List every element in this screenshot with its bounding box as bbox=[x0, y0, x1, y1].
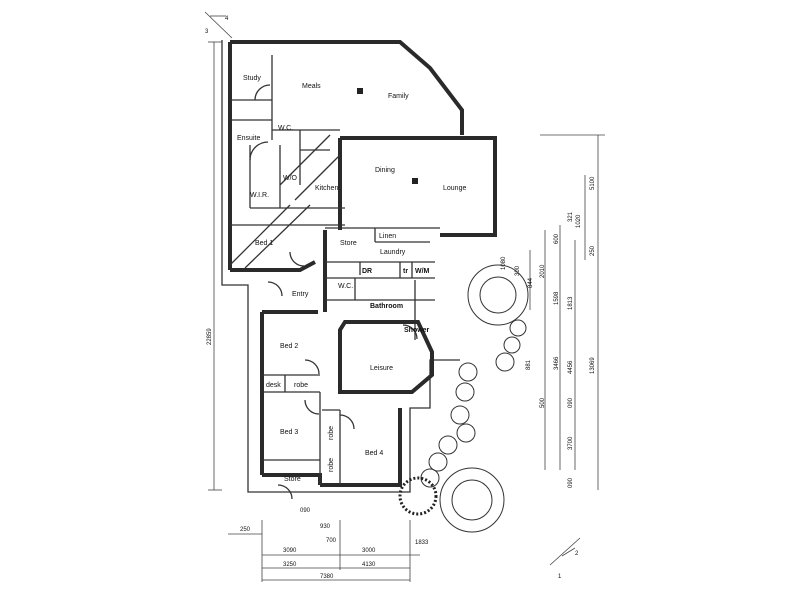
outer-walls bbox=[228, 40, 497, 487]
room-desk: desk bbox=[266, 382, 281, 389]
room-dining: Dining bbox=[375, 167, 395, 174]
room-store-mid: Store bbox=[340, 240, 357, 247]
dim-2010: 2010 bbox=[540, 264, 546, 278]
room-leisure: Leisure bbox=[370, 365, 393, 372]
room-wc-top: W.C. bbox=[278, 125, 293, 132]
room-bed4: Bed 4 bbox=[365, 450, 383, 457]
north-bottom-label-b: 2 bbox=[575, 551, 579, 557]
room-robe2: robe bbox=[328, 426, 335, 440]
dimension-bottom: 250 090 930 700 3090 3000 1833 3250 4130… bbox=[228, 508, 429, 582]
dim-500: 500 bbox=[540, 397, 546, 408]
room-robe1: robe bbox=[294, 382, 308, 389]
site-boundary bbox=[221, 40, 460, 493]
dim-overall-height: 22859 bbox=[207, 328, 213, 345]
shrub bbox=[495, 352, 515, 372]
room-meals: Meals bbox=[302, 83, 321, 90]
post-lounge bbox=[412, 178, 418, 184]
room-wo: W/O bbox=[283, 175, 298, 182]
north-arrow-top: 3 4 bbox=[204, 11, 233, 39]
north-arrow-bottom: 1 2 bbox=[549, 537, 581, 580]
room-wm: W/M bbox=[415, 268, 430, 275]
room-bathroom: Bathroom bbox=[370, 303, 403, 310]
post-family bbox=[357, 88, 363, 94]
dim-881: 881 bbox=[526, 359, 532, 370]
room-bed1: Bed 1 bbox=[255, 240, 273, 247]
tree-large-bottom bbox=[439, 467, 505, 533]
dim-321: 321 bbox=[568, 211, 574, 222]
dim-1598: 1598 bbox=[554, 291, 560, 305]
room-store-bottom: Store bbox=[284, 476, 301, 483]
room-wc-mid: W.C. bbox=[338, 283, 353, 290]
room-bed2: Bed 2 bbox=[280, 343, 298, 350]
doors bbox=[249, 84, 418, 500]
dim-1813: 1813 bbox=[568, 296, 574, 310]
room-labels: Study Meals Family Ensuite W.C. W.I.R. W… bbox=[237, 75, 466, 483]
dim-b-1833: 1833 bbox=[415, 540, 429, 546]
dim-b-3250: 3250 bbox=[283, 562, 297, 568]
room-laundry: Laundry bbox=[380, 249, 406, 256]
north-bottom-label-a: 1 bbox=[558, 574, 562, 580]
room-ensuite: Ensuite bbox=[237, 135, 260, 142]
dim-1080: 1080 bbox=[501, 256, 507, 270]
shrub bbox=[438, 435, 458, 455]
shrub bbox=[458, 362, 478, 382]
tree-large-top bbox=[467, 264, 529, 326]
shrub bbox=[455, 382, 475, 402]
tree-hatched bbox=[398, 476, 438, 516]
dim-b-7380: 7380 bbox=[320, 574, 334, 580]
room-linen: Linen bbox=[379, 233, 396, 240]
north-top-label-a: 3 bbox=[205, 29, 209, 35]
shrub bbox=[420, 468, 440, 488]
room-shower: Shower bbox=[404, 327, 430, 334]
dim-b-4130: 4130 bbox=[362, 562, 376, 568]
dimension-right: 5100 321 1020 600 250 2010 1080 300 844 … bbox=[501, 134, 605, 490]
dim-13069: 13069 bbox=[590, 357, 596, 374]
room-study: Study bbox=[243, 75, 261, 82]
diagonal-walls bbox=[229, 134, 341, 269]
dim-4456: 4456 bbox=[568, 360, 574, 374]
room-tr: tr bbox=[403, 268, 408, 275]
shrub bbox=[428, 452, 448, 472]
shrub bbox=[509, 319, 527, 337]
leisure-walls bbox=[338, 320, 434, 394]
dim-090-a: 090 bbox=[568, 397, 574, 408]
shrub bbox=[450, 405, 470, 425]
room-wir: W.I.R. bbox=[250, 192, 269, 199]
dim-b-3000: 3000 bbox=[362, 548, 376, 554]
shrub bbox=[456, 423, 476, 443]
dim-b-250: 250 bbox=[240, 527, 251, 533]
dim-b-090: 090 bbox=[300, 508, 311, 514]
north-top-label-b: 4 bbox=[225, 16, 229, 22]
room-dr: DR bbox=[362, 268, 372, 275]
room-bed3: Bed 3 bbox=[280, 429, 298, 436]
dim-3466: 3466 bbox=[554, 356, 560, 370]
dim-b-930: 930 bbox=[320, 524, 331, 530]
garden-trees bbox=[398, 264, 529, 533]
room-lounge: Lounge bbox=[443, 185, 466, 192]
dim-250: 250 bbox=[590, 245, 596, 256]
dim-090-b: 090 bbox=[568, 477, 574, 488]
shrub bbox=[503, 336, 521, 354]
dim-300: 300 bbox=[515, 265, 521, 276]
dim-b-700: 700 bbox=[326, 538, 337, 544]
room-kitchen: Kitchen bbox=[315, 185, 338, 192]
dim-600: 600 bbox=[554, 233, 560, 244]
dim-844: 844 bbox=[528, 277, 534, 288]
dimension-left: 22859 bbox=[207, 41, 222, 491]
room-family: Family bbox=[388, 93, 409, 100]
dim-1020: 1020 bbox=[576, 214, 582, 228]
dim-b-3090: 3090 bbox=[283, 548, 297, 554]
dim-3700: 3700 bbox=[568, 436, 574, 450]
room-robe3: robe bbox=[328, 458, 335, 472]
dim-5100: 5100 bbox=[590, 176, 596, 190]
room-entry: Entry bbox=[292, 291, 309, 298]
